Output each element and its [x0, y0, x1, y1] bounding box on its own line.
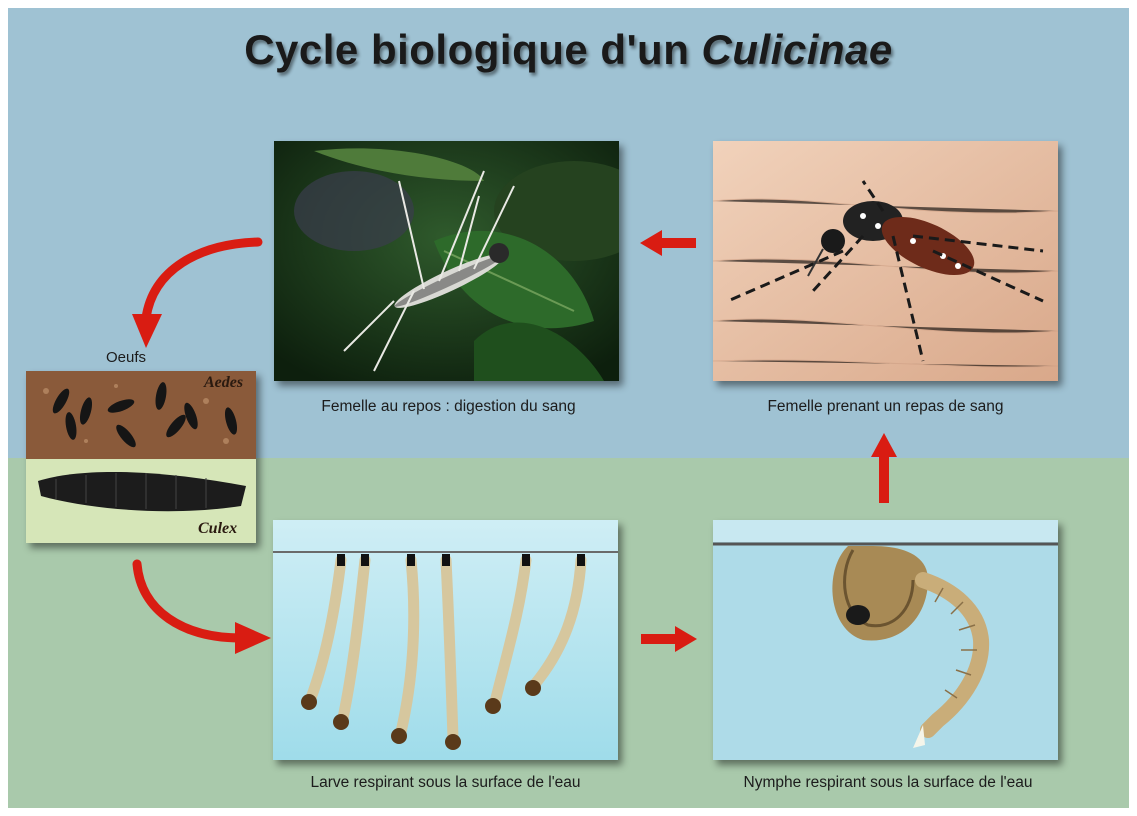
resting-female-photo [274, 141, 619, 381]
species-label-culex: Culex [198, 520, 237, 538]
larva-photo [273, 520, 618, 760]
eggs-label: Oeufs [106, 349, 146, 366]
caption-resting-female: Femelle au repos : digestion du sang [271, 398, 626, 416]
arrow-pupa-to-blood-meal [871, 433, 897, 503]
caption-larva: Larve respirant sous la surface de l'eau [253, 774, 638, 792]
arrow-blood-meal-to-rest [640, 230, 696, 256]
pupa-photo [713, 520, 1058, 760]
caption-blood-meal: Femelle prenant un repas de sang [708, 398, 1063, 416]
eggs-photo [26, 371, 256, 543]
species-label-aedes: Aedes [204, 374, 243, 392]
arrow-eggs-to-larva [123, 556, 273, 656]
arrow-rest-to-eggs [118, 230, 268, 350]
arrow-larva-to-pupa [641, 626, 697, 652]
diagram-title: Cycle biologique d'un Culicinae [8, 26, 1129, 74]
caption-pupa: Nymphe respirant sous la surface de l'ea… [688, 774, 1088, 792]
life-cycle-diagram: Cycle biologique d'un Culicinae [8, 8, 1129, 808]
blood-meal-photo [713, 141, 1058, 381]
